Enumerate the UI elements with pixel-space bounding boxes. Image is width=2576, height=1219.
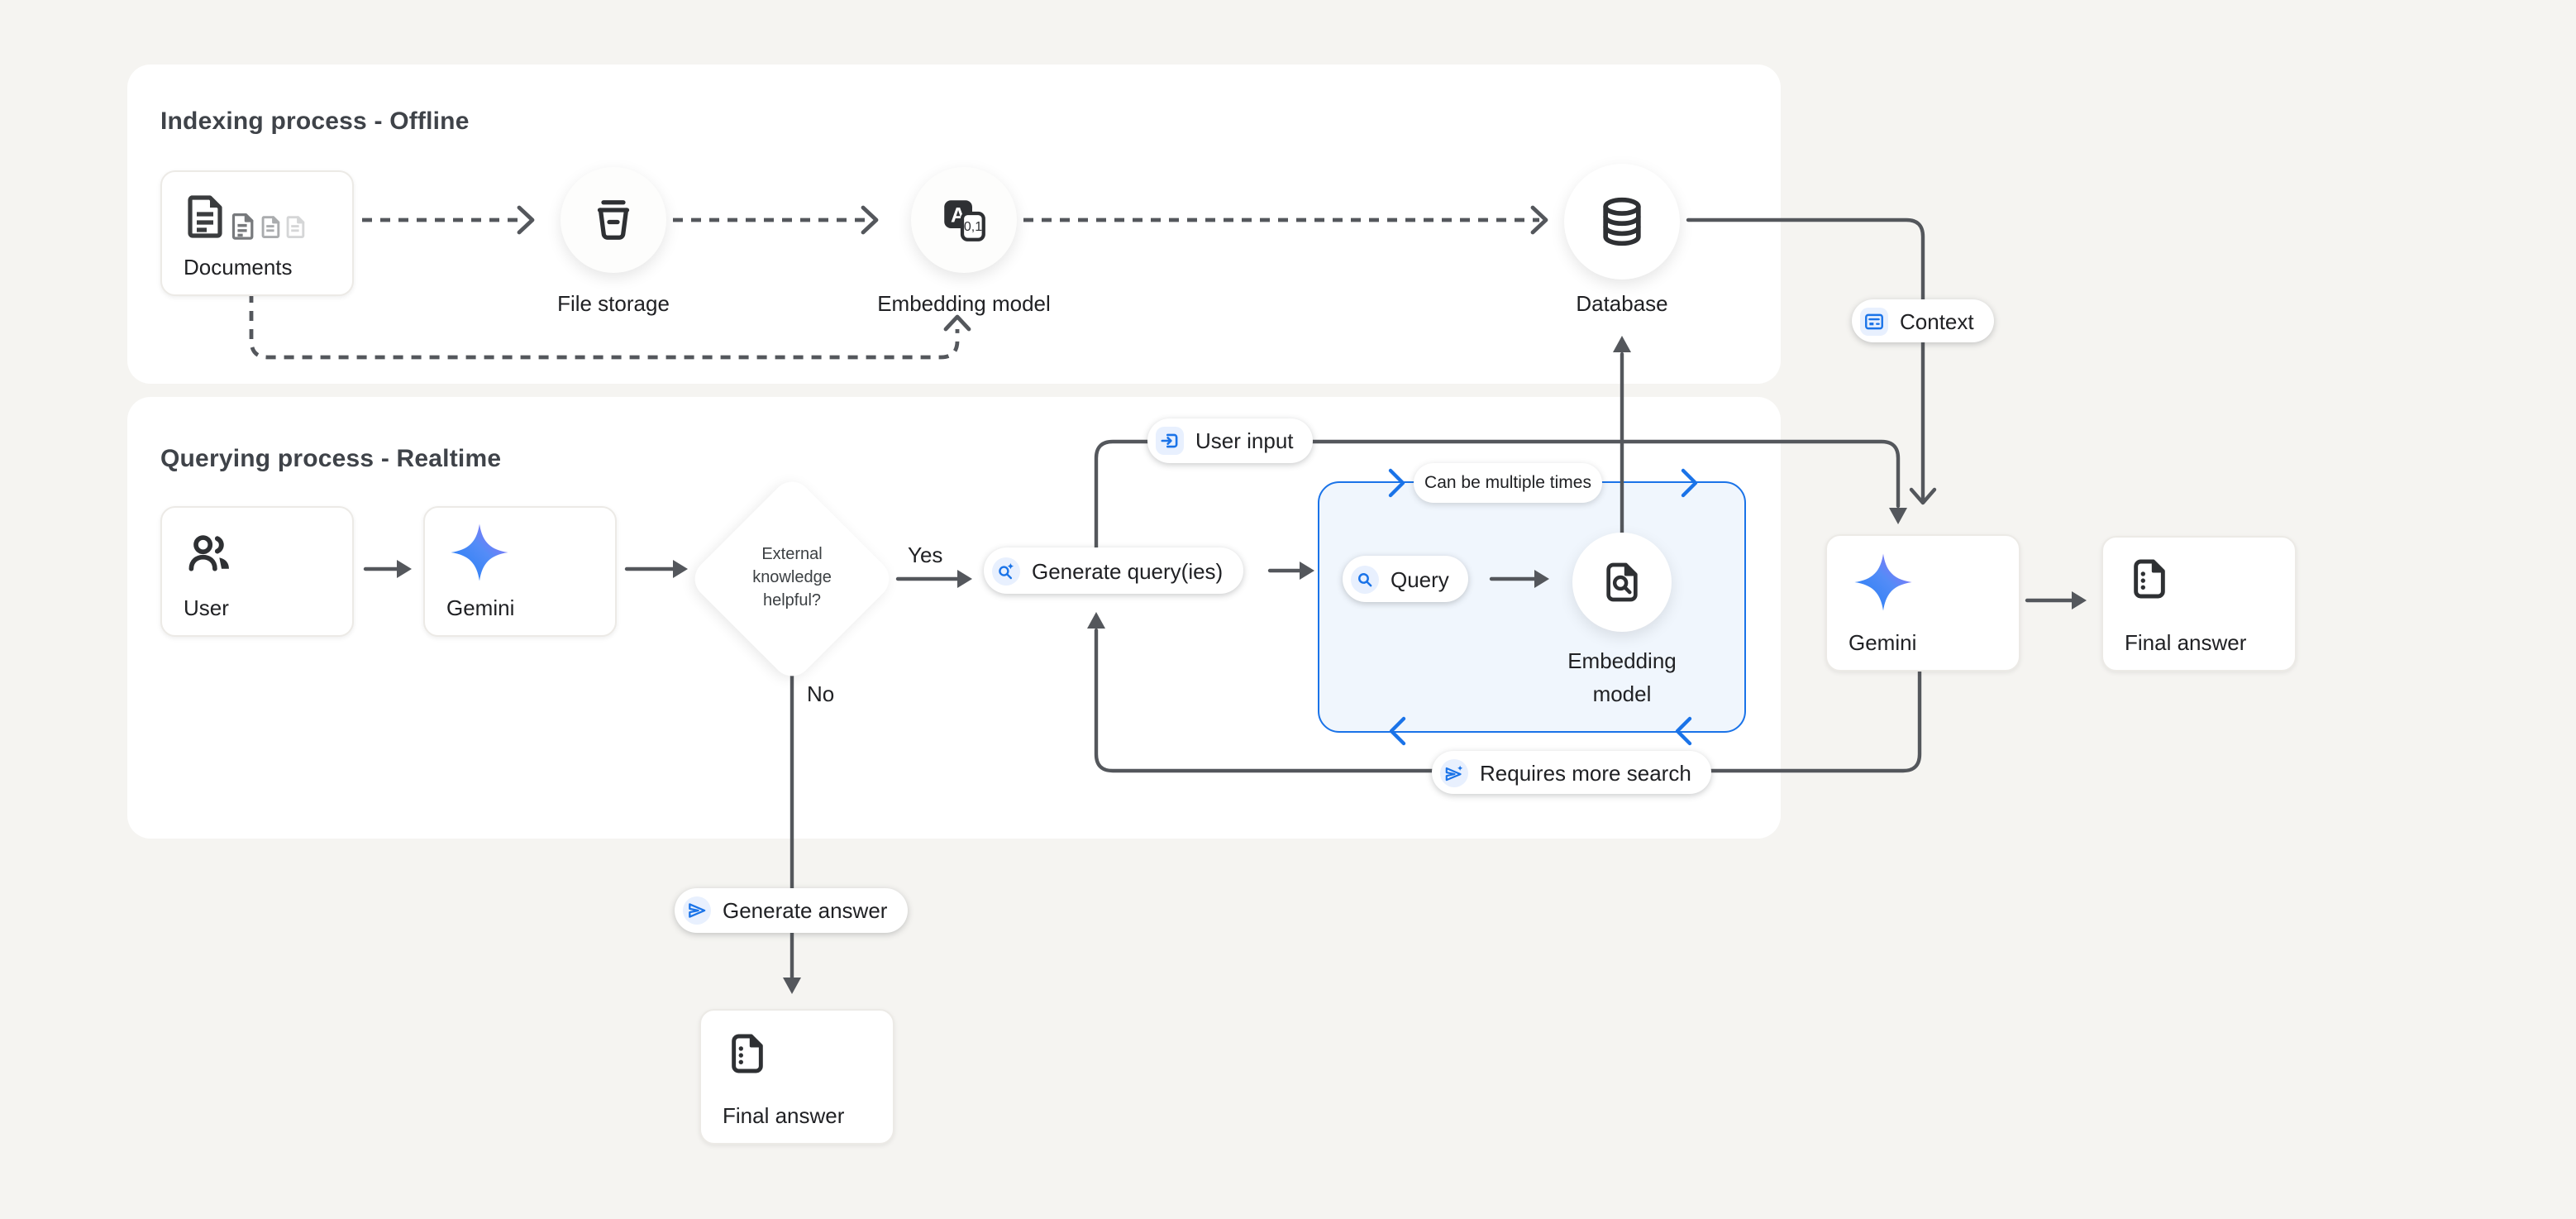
user-icon (184, 528, 236, 577)
loop-embedding-label: Embedding model (1506, 645, 1738, 711)
user-gemini-arrowhead (397, 560, 412, 578)
final-answer-label-bottom: Final answer (723, 1103, 845, 1128)
documents-to-embedding-loop-dashed (249, 293, 960, 360)
dashed-arrowhead-3 (1530, 205, 1548, 235)
loop-direction-chevrons (1388, 468, 1698, 746)
document-search-icon (1599, 559, 1645, 605)
context-label: Context (1900, 308, 1974, 333)
solid-arrowheads (397, 336, 2087, 994)
user-node: User (160, 506, 354, 637)
context-badge: Context (1852, 299, 1994, 342)
loop-embedding-node (1572, 533, 1672, 632)
querying-title: Querying process - Realtime (160, 445, 502, 473)
loop-note-badge: Can be multiple times (1414, 463, 1602, 503)
database-icon (1594, 194, 1650, 250)
dashed-arrowheads (517, 205, 1548, 332)
context-icon (1860, 307, 1888, 335)
dashed-arrowhead-1 (517, 205, 535, 235)
user-input-icon (1156, 427, 1184, 455)
query-label: Query (1391, 566, 1449, 591)
database-label: Database (1576, 291, 1668, 316)
gemini-node: Gemini (423, 506, 617, 637)
generate-queries-label: Generate query(ies) (1032, 558, 1224, 583)
dashed-arrowhead-2 (861, 205, 879, 235)
final-answer-output-label: Final answer (2125, 630, 2247, 655)
loop-embedding-line2: model (1592, 681, 1652, 706)
loop-up-arrowhead (1087, 612, 1105, 629)
embedding-model-icon: A 0,1 (939, 195, 989, 245)
gemini-label: Gemini (446, 595, 515, 620)
user-input-line (1094, 439, 1901, 550)
loop-chevron-top-left (1388, 468, 1405, 498)
query-embedding-arrowhead (1534, 570, 1549, 588)
dashed-arrowhead-up (943, 314, 971, 332)
query-search-icon (1351, 565, 1379, 593)
file-storage-icon (589, 195, 638, 245)
documents-label: Documents (184, 255, 293, 280)
file-storage-label: File storage (557, 291, 670, 316)
gemini-output-label: Gemini (1849, 630, 1917, 655)
final-answer-node-bottom: Final answer (699, 1009, 894, 1145)
decision-line3: helpful? (762, 592, 822, 610)
embedding-model-label: Embedding model (877, 291, 1051, 316)
loop-chevron-bottom-left (1389, 716, 1406, 746)
to-loop-panel-arrowhead (1300, 562, 1314, 580)
query-badge: Query (1343, 556, 1469, 602)
database-to-gemini-context-line (1686, 218, 1925, 504)
generate-queries-icon (992, 557, 1020, 585)
user-input-arrowhead (1889, 508, 1907, 524)
final-answer-doc-icon (724, 1030, 770, 1077)
loop-note-label: Can be multiple times (1424, 473, 1591, 493)
dashed-connectors (249, 218, 1539, 360)
user-input-label: User input (1195, 428, 1294, 453)
send-icon (683, 896, 711, 925)
final-answer-doc-icon-output (2126, 556, 2173, 602)
context-line-chevron-arrowhead (1909, 487, 1937, 505)
gemini-decision-arrowhead (673, 560, 688, 578)
requires-more-search-label: Requires more search (1480, 760, 1691, 785)
gemini-star-icon-output (1853, 552, 1913, 612)
retrieval-loop-panel (1318, 481, 1746, 733)
send-sparkle-icon (1440, 758, 1468, 786)
gemini-node-output: Gemini (1825, 534, 2020, 672)
loop-embedding-line1: Embedding (1567, 648, 1677, 673)
decision-text: External knowledge helpful? (701, 544, 883, 614)
no-label: No (807, 681, 835, 706)
yes-arrowhead (957, 570, 972, 588)
decision-line2: knowledge (752, 569, 832, 587)
user-label: User (184, 595, 229, 620)
final-answer-node-output: Final answer (2101, 536, 2297, 672)
yes-label: Yes (908, 543, 943, 567)
final-answer-arrowhead (2072, 591, 2087, 610)
svg-text:0,1: 0,1 (964, 220, 982, 234)
user-input-badge: User input (1147, 418, 1314, 463)
loop-chevron-top-right (1681, 468, 1698, 498)
database-node (1564, 164, 1680, 280)
generate-answer-label: Generate answer (723, 898, 888, 923)
documents-stack-icon (187, 190, 309, 243)
indexing-title: Indexing process - Offline (160, 108, 470, 136)
to-database-arrowhead (1613, 336, 1631, 352)
embedding-model-node: A 0,1 (911, 167, 1017, 273)
decision-line1: External (761, 546, 823, 564)
generate-answer-badge: Generate answer (675, 888, 908, 933)
gemini-star-icon (450, 523, 509, 582)
solid-connectors (363, 218, 2076, 980)
requires-more-search-badge: Requires more search (1432, 751, 1711, 794)
documents-node: Documents (160, 170, 354, 296)
generate-queries-badge: Generate query(ies) (984, 547, 1243, 594)
file-storage-node (561, 167, 666, 273)
no-arrowhead (783, 978, 801, 994)
loop-chevron-bottom-right (1675, 716, 1692, 746)
